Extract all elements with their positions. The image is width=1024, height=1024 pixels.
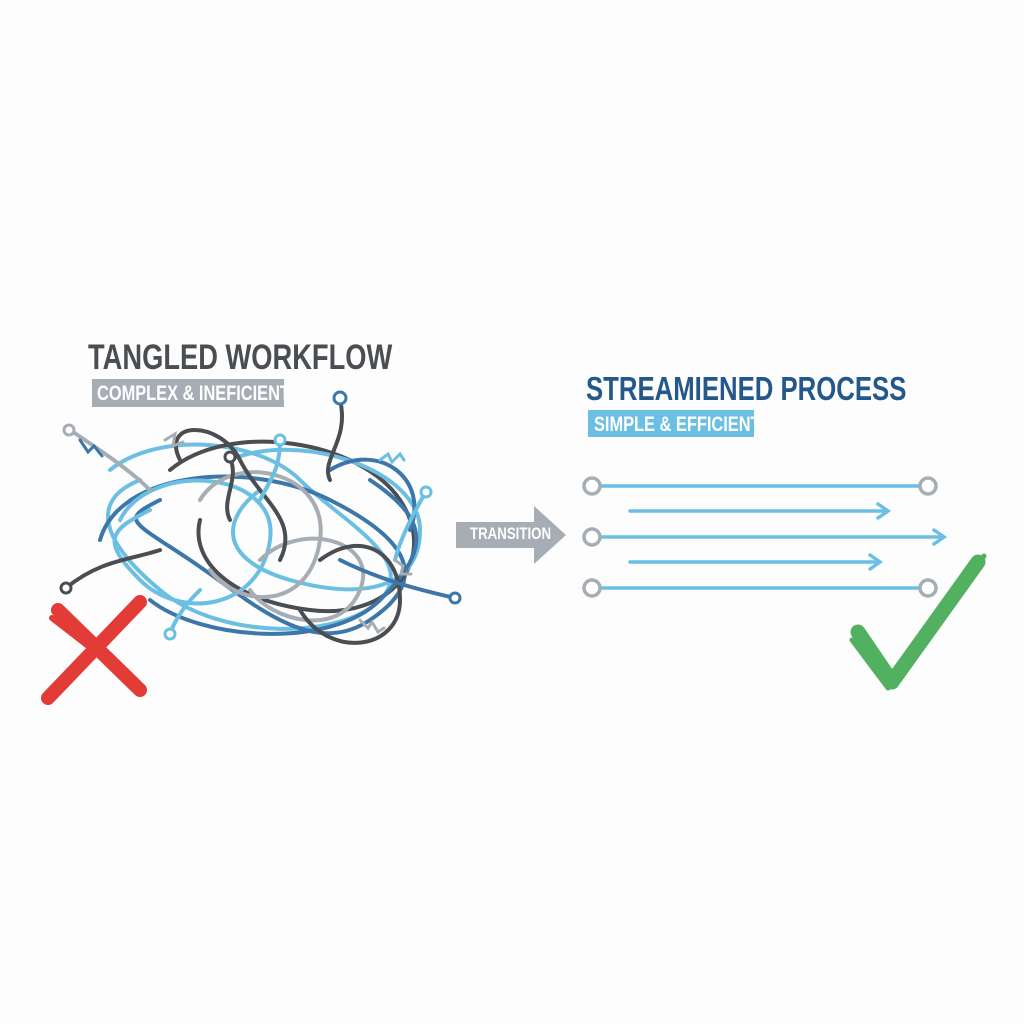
tangled-workflow-title: TANGLED WORKFLOW [88,338,393,377]
streamlined-process-subtitle: SIMPLE & EFFICIENT [594,413,761,436]
tangle-endpoints [59,390,462,641]
check-mark-icon [849,553,987,691]
streamlined-lines [598,484,948,590]
process-nodes [582,476,938,598]
streamlined-process-subtitle-badge: SIMPLE & EFFICIENT [588,410,761,437]
transition-label: TRANSITION [470,524,552,543]
tangled-workflow-subtitle-badge: COMPLEX & INEFICIENT [92,379,290,407]
streamlined-process-title: STREAMIENED PROCESS [586,370,907,407]
tangled-workflow-subtitle: COMPLEX & INEFICIENT [97,382,290,405]
x-mark-icon [41,595,147,705]
transition-arrow-icon [456,506,566,564]
tangled-lines [64,398,457,645]
